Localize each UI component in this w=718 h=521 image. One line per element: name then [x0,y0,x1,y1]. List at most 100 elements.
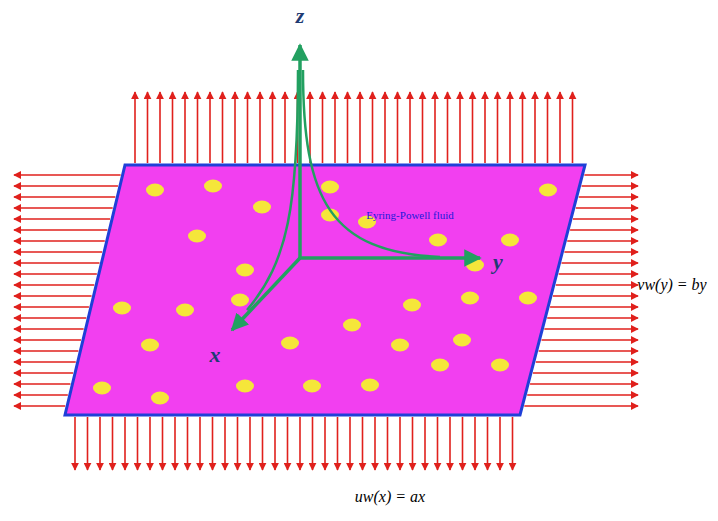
particle [361,379,379,392]
stretch-arrow [324,417,326,470]
particle [188,230,206,243]
stretch-arrow [14,251,102,253]
stretch-arrow [359,92,361,163]
stretch-arrow [14,394,68,396]
stretch-arrow [449,417,451,470]
axis-label: z [296,3,305,29]
stretch-arrow [14,295,92,297]
particle [429,234,447,247]
stretch-arrow [14,350,78,352]
stretch-arrow [409,92,411,163]
stretch-arrow [547,92,549,163]
particle [113,302,131,315]
particle [431,359,449,372]
stretch-arrow [412,417,414,470]
stretch-arrow [14,207,113,209]
particle [146,184,164,197]
stretch-arrow [564,251,638,253]
particle [141,339,159,352]
stretch-arrow [530,383,638,385]
stretch-arrow [14,339,81,341]
stretch-arrow [497,92,499,163]
particle [501,234,519,247]
stretch-arrow [553,295,638,297]
stretch-arrow [199,417,201,470]
particle [539,184,557,197]
stretch-arrow [134,92,136,163]
stretch-arrow [550,306,638,308]
stretch-arrow [337,417,339,470]
stretch-arrow [247,92,249,163]
stretch-arrow [547,317,638,319]
stretch-arrow [284,92,286,163]
stretch-arrow [14,218,110,220]
stretch-arrow [334,92,336,163]
particle [236,380,254,393]
stretch-arrow [539,350,638,352]
stretch-arrow [14,306,89,308]
stretch-arrow [362,417,364,470]
stretch-arrow [576,207,638,209]
stretch-arrow [14,240,105,242]
axis [232,258,300,330]
stretch-arrow [14,405,65,407]
stretch-arrow [262,417,264,470]
stretch-arrow [372,92,374,163]
stretch-arrow [14,229,107,231]
particle [519,292,537,305]
stretch-arrow [459,92,461,163]
stretch-arrow [287,417,289,470]
particle [461,292,479,305]
particle [93,382,111,395]
stretch-arrow [249,417,251,470]
stretch-arrow [572,92,574,163]
stretch-arrow [509,92,511,163]
stretch-arrow [237,417,239,470]
stretch-arrow [499,417,501,470]
stretch-arrow [212,417,214,470]
stretch-arrow [559,92,561,163]
particle [453,334,471,347]
boundary-layer [303,70,440,257]
stretch-arrow [542,339,639,341]
stretch-arrow [387,417,389,470]
stretch-arrow [527,394,638,396]
sheet-outline [65,165,585,415]
stretch-arrow [322,92,324,163]
stretch-arrow [312,417,314,470]
stretch-arrow [259,92,261,163]
stretch-arrow [536,361,638,363]
stretch-arrow [272,92,274,163]
fluid-label: Eyring-Powell fluid [366,209,454,221]
stretch-arrow [434,92,436,163]
stretch-arrow [74,417,76,470]
stretch-arrow [472,92,474,163]
stretch-arrow [14,361,76,363]
particle [204,180,222,193]
stretch-arrow [14,185,118,187]
particle [281,337,299,350]
stretch-arrow [299,417,301,470]
stretch-arrow [187,417,189,470]
stretch-arrow [573,218,638,220]
stretch-arrow [174,417,176,470]
stretch-arrow [567,240,638,242]
stretch-arrow [424,417,426,470]
stretch-arrow [447,92,449,163]
stretch-arrow [14,372,73,374]
stretch-arrow [184,92,186,163]
stretch-arrow [374,417,376,470]
stretch-arrow [397,92,399,163]
stretch-arrow [99,417,101,470]
stretch-arrow [14,174,121,176]
axis [300,256,480,260]
particle [321,181,339,194]
stretch-arrow [582,185,638,187]
particle [343,319,361,332]
stretch-arrow [147,92,149,163]
stretch-arrow [570,229,638,231]
stretch-arrow [544,328,638,330]
stretch-arrow [14,262,99,264]
stretch-arrow [197,92,199,163]
